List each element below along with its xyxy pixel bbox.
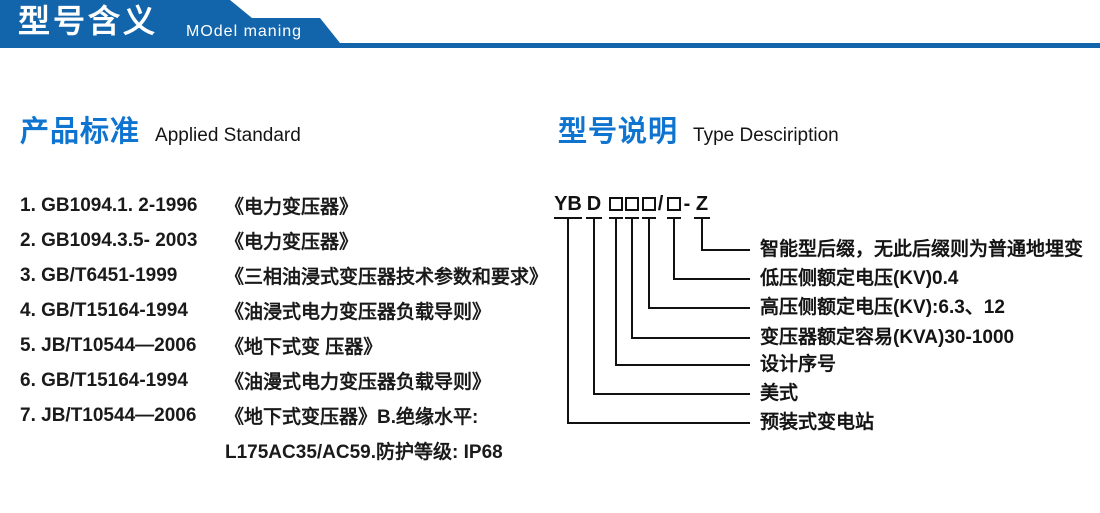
standard-title: 《地下式变压器》B.绝缘水平: — [225, 407, 479, 428]
heading-en: Applied Standard — [155, 125, 301, 146]
standard-code: 2. GB1094.3.5- 2003 — [20, 229, 198, 251]
placeholder-box — [642, 197, 656, 211]
diagram-label-suffix: 智能型后缀，无此后缀则为普通地埋变 — [760, 239, 1084, 260]
placeholder-box — [625, 197, 639, 211]
connector-box4 — [673, 219, 750, 280]
heading-en: Type Desciription — [693, 125, 839, 146]
list-item: 1. GB1094.1. 2-1996 《电力变压器》 — [20, 188, 550, 223]
standard-title: 《电力变压器》 — [225, 197, 359, 218]
code-part-d: D — [586, 191, 602, 219]
list-item: 3. GB/T6451-1999 《三相油浸式变压器技术参数和要求》 — [20, 258, 550, 293]
diagram-label-lv: 低压侧额定电压(KV)0.4 — [760, 268, 959, 289]
code-part-slash: / — [657, 193, 664, 215]
heading-zh: 型号说明 — [558, 116, 679, 148]
code-part-box1 — [609, 191, 623, 219]
standard-code: 5. JB/T10544—2006 — [20, 334, 197, 356]
code-part-box4 — [667, 191, 681, 219]
connector-box1 — [615, 219, 750, 366]
header-rule — [0, 43, 1100, 48]
list-item: 7. JB/T10544—2006 《地下式变压器》B.绝缘水平: — [20, 398, 550, 433]
standard-title: 《三相油浸式变压器技术参数和要求》 — [225, 267, 549, 288]
connector-yb — [567, 219, 750, 424]
list-item: 5. JB/T10544—2006 《地下式变 压器》 — [20, 328, 550, 363]
standard-title: 《油浸式电力变压器负载导则》 — [225, 302, 492, 323]
heading-zh: 产品标准 — [20, 116, 141, 148]
page-subtitle: MOdel maning — [186, 23, 303, 40]
diagram-label-serial: 设计序号 — [760, 354, 837, 375]
standard-title: 《电力变压器》 — [225, 232, 359, 253]
placeholder-box — [609, 197, 623, 211]
code-part-dash: - — [683, 193, 691, 215]
placeholder-box — [667, 197, 681, 211]
connector-box3 — [648, 219, 750, 309]
connector-z — [701, 219, 750, 251]
standard-title: 《地下式变 压器》 — [225, 337, 383, 358]
page-title: 型号含义 — [18, 3, 159, 39]
code-part-box3 — [642, 191, 656, 219]
code-part-yb: YB — [554, 191, 582, 219]
connector-box2 — [631, 219, 750, 339]
standards-list: 1. GB1094.1. 2-1996 《电力变压器》 2. GB1094.3.… — [20, 188, 550, 468]
standard-title: 《油漫式电力变压器负载导则》 — [225, 372, 492, 393]
diagram-label-prefab: 预装式变电站 — [760, 412, 875, 433]
standard-code: 1. GB1094.1. 2-1996 — [20, 194, 198, 216]
list-item-continuation: L175AC35/AC59.防护等级: IP68 — [20, 433, 550, 468]
code-part-box2 — [625, 191, 639, 219]
list-item: 2. GB1094.3.5- 2003 《电力变压器》 — [20, 223, 550, 258]
diagram-label-hv: 高压侧额定电压(KV):6.3、12 — [760, 297, 1005, 318]
standard-code: 7. JB/T10544—2006 — [20, 404, 197, 426]
diagram-label-american: 美式 — [760, 383, 799, 404]
page-header: 型号含义 MOdel maning — [0, 0, 1100, 48]
standard-code: 3. GB/T6451-1999 — [20, 264, 178, 286]
diagram-label-capacity: 变压器额定容易(KVA)30-1000 — [760, 327, 1015, 348]
standard-code: 6. GB/T15164-1994 — [20, 369, 188, 391]
standard-code: 4. GB/T15164-1994 — [20, 299, 188, 321]
connector-d — [593, 219, 750, 395]
applied-standard-heading: 产品标准 Applied Standard — [20, 108, 301, 150]
model-code-diagram: YB D / - Z 智能型后缀，无此后缀则为普通地埋变 低压侧额定电压(KV)… — [550, 185, 1095, 450]
code-part-z: Z — [694, 191, 710, 219]
list-item: 4. GB/T15164-1994 《油浸式电力变压器负载导则》 — [20, 293, 550, 328]
type-description-heading: 型号说明 Type Desciription — [558, 108, 839, 150]
standard-title: L175AC35/AC59.防护等级: IP68 — [225, 442, 503, 463]
list-item: 6. GB/T15164-1994 《油漫式电力变压器负载导则》 — [20, 363, 550, 398]
connector-lines — [567, 219, 750, 424]
